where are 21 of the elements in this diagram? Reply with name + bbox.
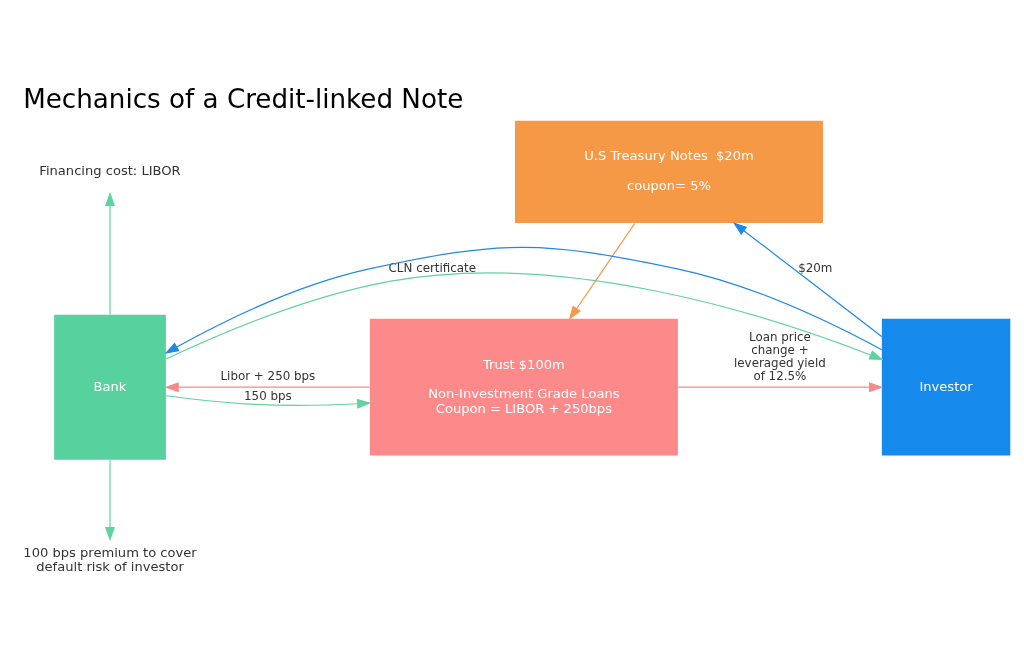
arrow <box>568 223 636 321</box>
node-box: Trust $100m Non-Investment Grade Loans Coupon = LIBOR + 250bps <box>369 318 678 456</box>
arrow <box>105 191 116 316</box>
edge-label: Libor + 250 bps <box>220 369 316 384</box>
arrow <box>105 459 116 542</box>
node-box: Bank <box>54 314 166 460</box>
arrow <box>164 246 883 354</box>
arrow <box>732 222 883 338</box>
edge-label: 150 bps <box>244 389 292 404</box>
arrow <box>677 382 884 393</box>
arrow <box>165 272 884 361</box>
node-text: 100 bps premium to cover default risk of investor <box>23 545 197 575</box>
arrow <box>165 395 372 409</box>
edge-label: Loan price change + leveraged yield of 12.5% <box>734 329 826 384</box>
arrow <box>164 382 371 393</box>
node-box: U.S Treasury Notes $20m coupon= 5% <box>514 120 823 224</box>
node-text: Financing cost: LIBOR <box>39 163 181 179</box>
edge-label: CLN certificate <box>388 260 477 275</box>
diagram-title: Mechanics of a Credit-linked Note <box>23 84 464 115</box>
node-box: Investor <box>881 318 1011 456</box>
edge-label: $20m <box>798 260 833 275</box>
